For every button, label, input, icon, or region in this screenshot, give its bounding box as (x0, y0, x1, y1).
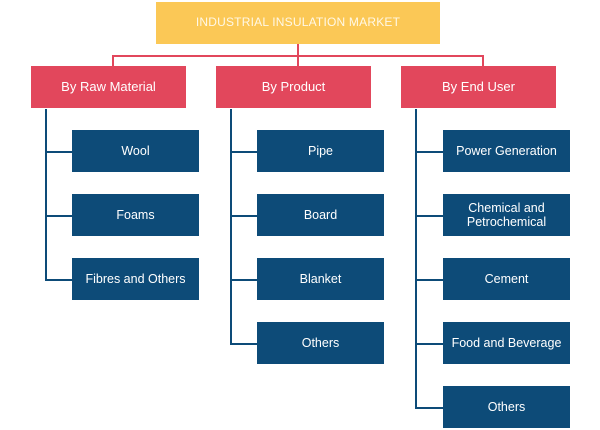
leaf-blanket: Blanket (257, 258, 384, 300)
category-product: By Product (216, 66, 371, 108)
leaf-foams: Foams (72, 194, 199, 236)
category-raw-material: By Raw Material (31, 66, 186, 108)
leaf-tick (415, 343, 443, 345)
leaf-tick (230, 279, 257, 281)
root-connector-vertical (297, 44, 299, 56)
leaf-chemical-and-petrochemical: Chemical and Petrochemical (443, 194, 570, 236)
category-connector-product (297, 55, 299, 67)
leaf-cement: Cement (443, 258, 570, 300)
leaf-pipe: Pipe (257, 130, 384, 172)
raw-material-spine (45, 109, 47, 280)
product-spine (230, 109, 232, 344)
leaf-board: Board (257, 194, 384, 236)
leaf-tick (230, 151, 257, 153)
leaf-tick (230, 343, 257, 345)
leaf-product-others: Others (257, 322, 384, 364)
leaf-wool: Wool (72, 130, 199, 172)
category-connector-raw-material (112, 55, 114, 67)
leaf-end-user-others: Others (443, 386, 570, 428)
end-user-spine (415, 109, 417, 408)
category-connector-end-user (482, 55, 484, 67)
leaf-tick (45, 215, 72, 217)
leaf-tick (415, 151, 443, 153)
category-end-user: By End User (401, 66, 556, 108)
leaf-fibres-and-others: Fibres and Others (72, 258, 199, 300)
leaf-tick (415, 407, 443, 409)
leaf-tick (230, 215, 257, 217)
leaf-tick (45, 279, 72, 281)
leaf-tick (415, 215, 443, 217)
leaf-power-generation: Power Generation (443, 130, 570, 172)
leaf-tick (45, 151, 72, 153)
leaf-tick (415, 279, 443, 281)
leaf-food-and-beverage: Food and Beverage (443, 322, 570, 364)
diagram-title: INDUSTRIAL INSULATION MARKET (156, 2, 440, 44)
